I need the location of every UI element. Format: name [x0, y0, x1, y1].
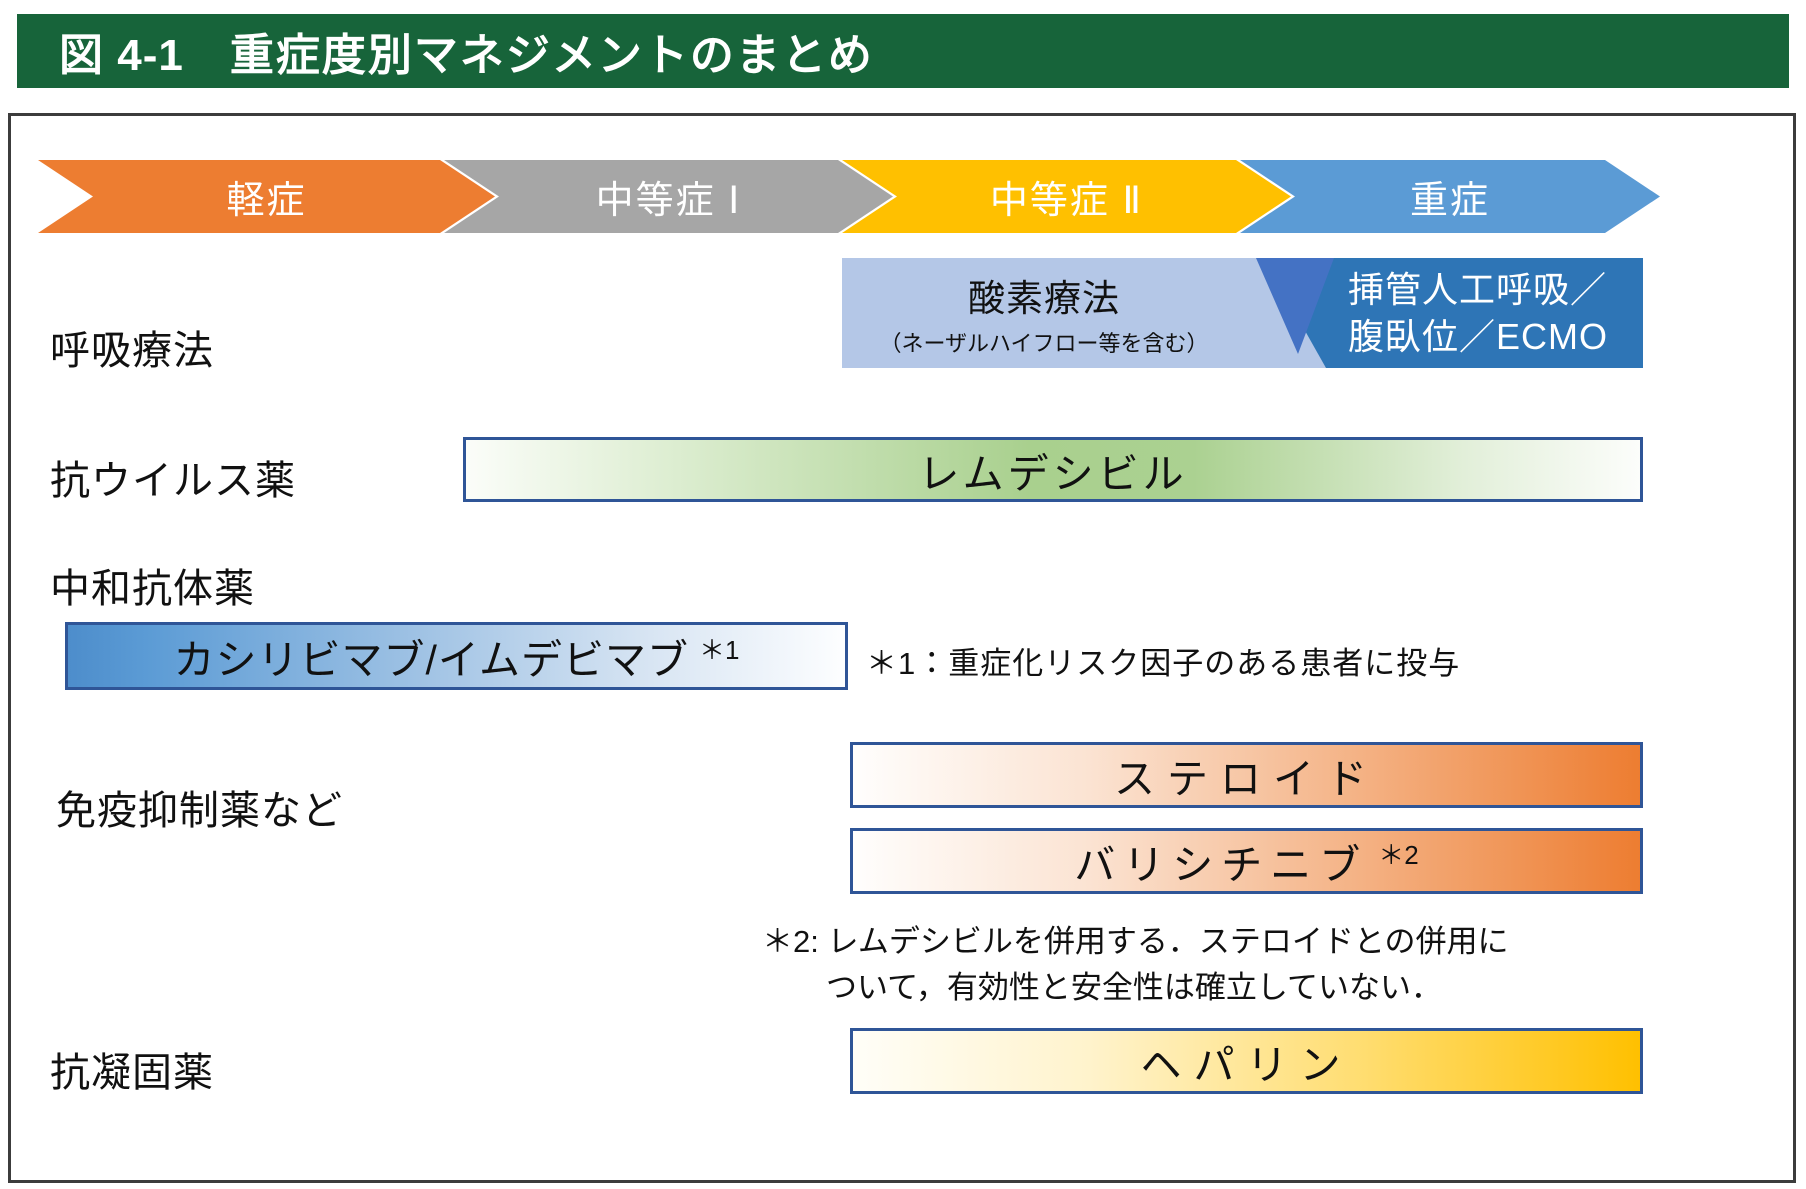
severity-arrow-moderate-2: 中等症 Ⅱ: [842, 160, 1291, 233]
footnote-mark-1: ＊1: [699, 634, 740, 665]
figure-number: 図 4-1: [59, 31, 184, 80]
footnote-2-line1: ＊2: レムデシビルを併用する．ステロイドとの併用に: [762, 924, 1509, 959]
footnote-2-line2: ついて，有効性と安全性は確立していない．: [826, 970, 1442, 1005]
severity-arrow-severe-label: 重症: [1409, 180, 1490, 222]
ventilation-ecmo-text: 挿管人工呼吸／ 腹臥位／ECMO: [1348, 266, 1608, 360]
steroid-bar-label: ステロイド: [1114, 756, 1379, 802]
casirivimab-imdevimab-bar-label: カシリビマブ/イムデビマブ: [173, 637, 690, 683]
row-label-immunosuppressant: 免疫抑制薬など: [56, 789, 343, 833]
figure-title-bar: 図 4-1 重症度別マネジメントのまとめ: [17, 14, 1789, 88]
baricitinib-bar-label: バリシチニブ: [1074, 842, 1369, 888]
heparin-bar: ヘパリン: [850, 1028, 1643, 1094]
footnote-mark-2: ＊2: [1378, 839, 1419, 870]
severity-arrow-moderate-2-label: 中等症 Ⅱ: [989, 180, 1144, 222]
severity-arrow-moderate-1-label: 中等症 Ⅰ: [595, 180, 742, 222]
heparin-bar-label: ヘパリン: [1140, 1042, 1353, 1088]
remdesivir-bar: レムデシビル: [463, 437, 1643, 502]
row-label-respiratory-therapy: 呼吸療法: [50, 329, 214, 373]
oxygen-therapy-title: 酸素療法: [968, 278, 1120, 319]
ventilation-ecmo-line2: 腹臥位／ECMO: [1348, 316, 1609, 357]
severity-transition-wedge: [1246, 258, 1334, 368]
steroid-bar: ステロイド: [850, 742, 1643, 808]
severity-arrow-severe: 重症: [1240, 160, 1660, 233]
row-label-anticoagulant: 抗凝固薬: [50, 1051, 214, 1095]
row-label-neutralizing-antibody: 中和抗体薬: [50, 567, 255, 611]
casirivimab-imdevimab-bar: カシリビマブ/イムデビマブ ＊1: [65, 622, 848, 690]
oxygen-therapy-subtitle: （ネーザルハイフロー等を含む）: [879, 331, 1209, 356]
row-label-antiviral-drug: 抗ウイルス薬: [50, 459, 296, 503]
footnote-1-text: ＊1：重症化リスク因子のある患者に投与: [866, 646, 1461, 681]
ventilation-ecmo-box: 挿管人工呼吸／ 腹臥位／ECMO: [1246, 258, 1643, 368]
severity-arrow-moderate-1: 中等症 Ⅰ: [444, 160, 893, 233]
ventilation-ecmo-line1: 挿管人工呼吸／: [1348, 269, 1608, 310]
oxygen-therapy-box: 酸素療法 （ネーザルハイフロー等を含む）: [842, 258, 1246, 368]
severity-arrow-mild: 軽症: [38, 160, 495, 233]
remdesivir-bar-label: レムデシビル: [918, 450, 1188, 497]
severity-arrow-mild-label: 軽症: [226, 180, 307, 222]
baricitinib-bar: バリシチニブ ＊2: [850, 828, 1643, 894]
figure-title: 重症度別マネジメントのまとめ: [229, 31, 874, 80]
